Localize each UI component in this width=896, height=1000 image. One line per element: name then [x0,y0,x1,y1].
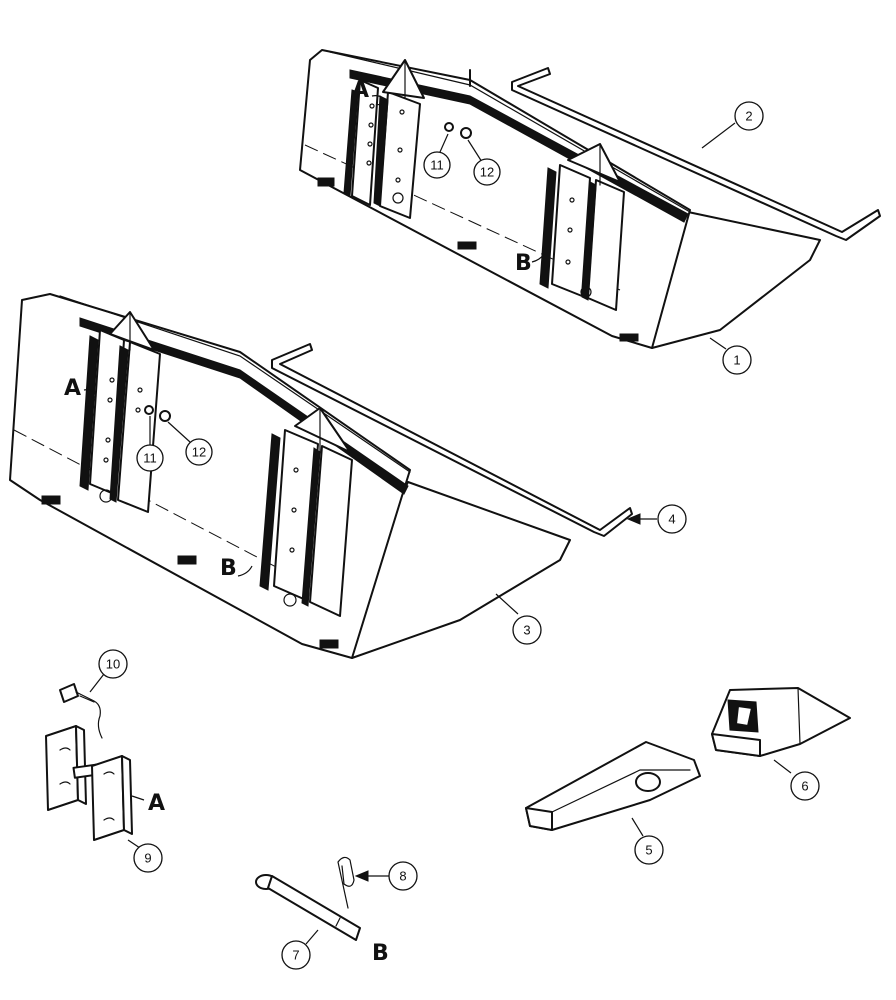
svg-text:6: 6 [801,779,808,794]
svg-text:9: 9 [144,851,151,866]
callout-11-middle: 11 [136,444,164,472]
svg-text:3: 3 [523,623,530,638]
callout-3: 3 [512,615,542,645]
spill-guard-middle [271,343,633,537]
ref-a-middle: A [64,376,81,401]
callout-6: 6 [790,771,820,801]
ref-b-middle: B [220,556,237,581]
hair-pin-clip [337,856,355,909]
leader-lines [83,95,792,945]
svg-text:11: 11 [430,158,444,173]
callout-8: 8 [388,861,418,891]
bolt [59,683,103,739]
ref-b-pin: B [372,941,389,966]
pin [255,874,361,941]
callout-1: 1 [722,345,752,375]
ref-b-top: B [515,251,532,276]
callout-10: 10 [98,649,128,679]
svg-text:12: 12 [192,445,206,460]
callout-12-middle: 12 [185,438,213,466]
svg-text:4: 4 [668,512,675,527]
svg-text:10: 10 [106,657,120,672]
svg-text:11: 11 [143,451,157,466]
spill-guard-top [511,67,881,241]
ref-a-bracket: A [148,791,165,816]
svg-text:1: 1 [733,353,740,368]
mounting-bracket [45,725,133,841]
callout-7: 7 [281,940,311,970]
callout-9: 9 [133,843,163,873]
svg-text:7: 7 [292,948,299,963]
ref-a-top: A [352,78,369,103]
callout-11-top: 11 [423,151,451,179]
svg-text:2: 2 [745,109,752,124]
bucket-top [299,49,821,349]
svg-text:8: 8 [399,869,406,884]
callout-4: 4 [657,504,687,534]
callout-5: 5 [634,835,664,865]
tooth-adapter [525,741,701,831]
bucket-middle [9,293,571,659]
callout-2: 2 [734,101,764,131]
svg-text:5: 5 [645,843,652,858]
callout-12-top: 12 [473,158,501,186]
bucket-tooth [711,687,851,757]
svg-text:12: 12 [480,165,494,180]
